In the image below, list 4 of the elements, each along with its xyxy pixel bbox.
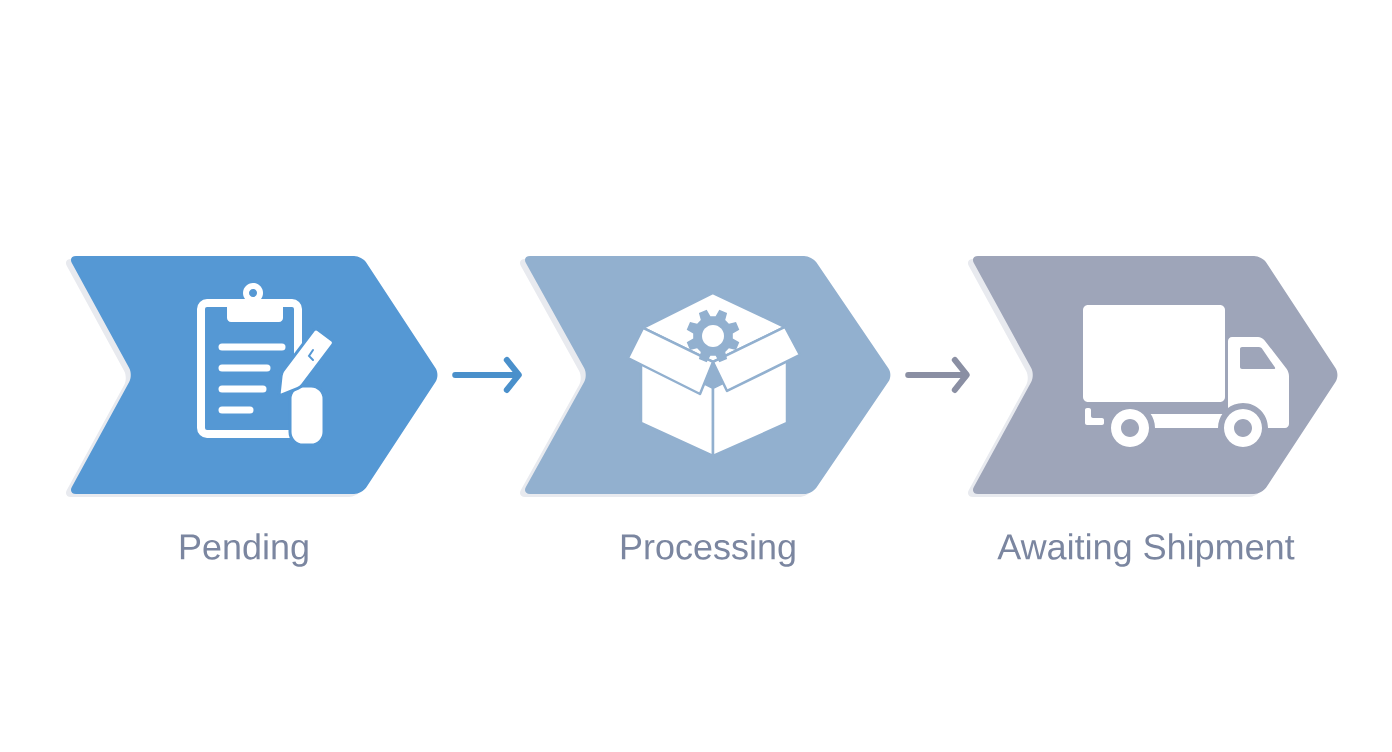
arrow bbox=[452, 357, 522, 393]
stage-label: Pending bbox=[180, 533, 308, 567]
stage-label: Awaiting Shipment bbox=[997, 533, 1295, 567]
stage-label: Processing bbox=[621, 533, 795, 567]
